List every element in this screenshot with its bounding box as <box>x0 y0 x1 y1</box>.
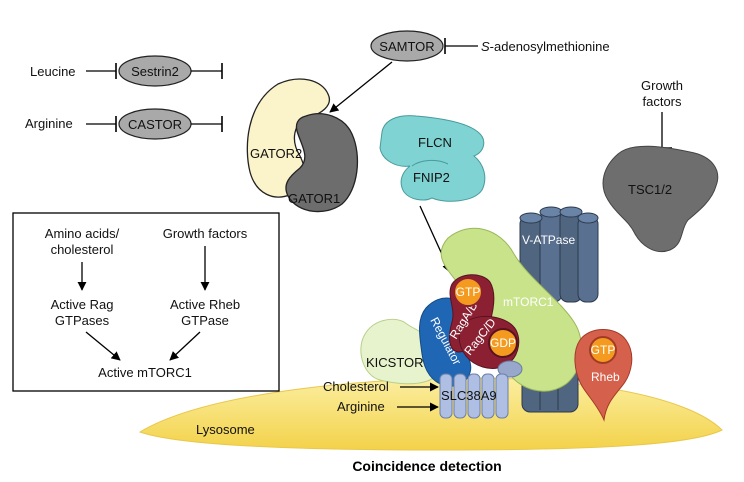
samtor-label: SAMTOR <box>379 39 434 54</box>
slc38a9-label: SLC38A9 <box>441 388 497 403</box>
slc-connector <box>497 360 523 378</box>
growth-factors-line1: Growth <box>641 78 683 93</box>
legend-rag-to-mtorc1-arrow <box>85 331 121 361</box>
legend-active-rheb-line2: GTPase <box>181 313 229 328</box>
castor-label: CASTOR <box>128 117 182 132</box>
gator2-label: GATOR2 <box>250 146 302 161</box>
legend-growth-factors: Growth factors <box>163 226 248 241</box>
ragcd-gdp-label: GDP <box>490 336 516 350</box>
gator1-shape <box>285 113 359 213</box>
ragab-gtp-label: GTP <box>456 285 481 299</box>
vatpase-label: V-ATPase <box>522 233 575 247</box>
flcn-label: FLCN <box>418 135 452 150</box>
kicstor-label: KICSTOR <box>366 355 424 370</box>
ragcd-gdp-node <box>488 328 518 358</box>
legend-rheb-to-mtorc1-arrow <box>169 331 201 361</box>
legend-amino-line2: cholesterol <box>51 242 114 257</box>
sestrin2-label: Sestrin2 <box>131 64 179 79</box>
legend-active-rag-line2: GTPases <box>55 313 110 328</box>
gator2-shape <box>246 78 331 198</box>
rheb-gtp-label: GTP <box>591 343 616 357</box>
sam-label: S-adenosylmethionine <box>481 39 610 54</box>
samtor-to-gator-arrow <box>329 61 393 113</box>
tsc-shape <box>602 145 719 252</box>
caption: Coincidence detection <box>352 458 501 474</box>
flcn-divider <box>411 159 449 167</box>
legend-active-rag-line1: Active Rag <box>51 297 114 312</box>
legend-active-rheb-line1: Active Rheb <box>170 297 240 312</box>
legend-amino-line1: Amino acids/ <box>45 226 120 241</box>
ragab-gtp-node <box>453 277 483 307</box>
growth-factors-line2: factors <box>642 94 682 109</box>
slc-arginine-label: Arginine <box>337 399 385 414</box>
gator1-label: GATOR1 <box>288 191 340 206</box>
lysosome-label: Lysosome <box>196 422 255 437</box>
arginine-label: Arginine <box>25 116 73 131</box>
rheb-label: Rheb <box>591 370 620 384</box>
fnip2-label: FNIP2 <box>413 170 450 185</box>
leucine-label: Leucine <box>30 64 76 79</box>
cholesterol-label: Cholesterol <box>323 379 389 394</box>
rheb-gtp-node <box>589 336 617 364</box>
legend-box <box>12 212 280 392</box>
mtorc1-label: mTORC1 <box>503 295 554 309</box>
slc38a9-transporter <box>439 373 509 419</box>
legend-active-mtorc1: Active mTORC1 <box>98 365 192 380</box>
flcn-shape <box>379 115 486 202</box>
samtor-node <box>370 30 444 62</box>
tsc-label: TSC1/2 <box>628 182 672 197</box>
